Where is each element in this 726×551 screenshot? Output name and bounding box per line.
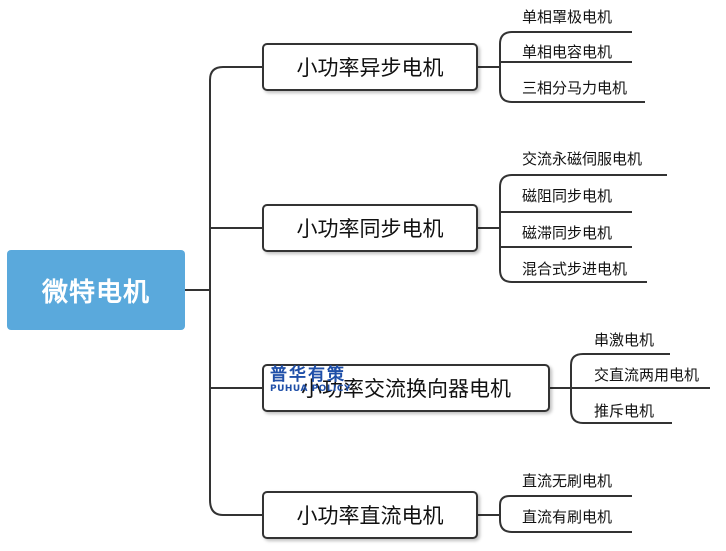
- leaf-node: 三相分马力电机: [522, 79, 628, 97]
- branch-async-motor: 小功率异步电机: [262, 43, 478, 91]
- branch-label: 小功率异步电机: [296, 56, 444, 80]
- leaf-node: 磁滞同步电机: [522, 224, 613, 242]
- leaf-node: 推斥电机: [594, 402, 655, 420]
- leaf-node: 串激电机: [594, 331, 655, 349]
- branch-label: 小功率同步电机: [296, 217, 444, 241]
- leaf-node: 单相电容电机: [522, 43, 613, 61]
- branch-label: 小功率直流电机: [296, 504, 444, 528]
- root-node: 微特电机: [7, 250, 185, 330]
- branch-dc-motor: 小功率直流电机: [262, 491, 478, 539]
- branch-sync-motor: 小功率同步电机: [262, 204, 478, 252]
- leaf-node: 直流有刷电机: [522, 508, 613, 526]
- leaf-node: 交直流两用电机: [594, 366, 700, 384]
- leaf-node: 单相罩极电机: [522, 8, 613, 26]
- root-label: 微特电机: [41, 277, 150, 308]
- leaf-node: 混合式步进电机: [522, 260, 628, 278]
- leaf-node: 交流永磁伺服电机: [522, 150, 643, 168]
- leaf-node: 磁阻同步电机: [522, 187, 613, 205]
- branch-label: 小功率交流换向器电机: [301, 377, 511, 401]
- leaf-node: 直流无刷电机: [522, 472, 613, 490]
- branch-ac-commutator-motor: 小功率交流换向器电机: [262, 364, 550, 412]
